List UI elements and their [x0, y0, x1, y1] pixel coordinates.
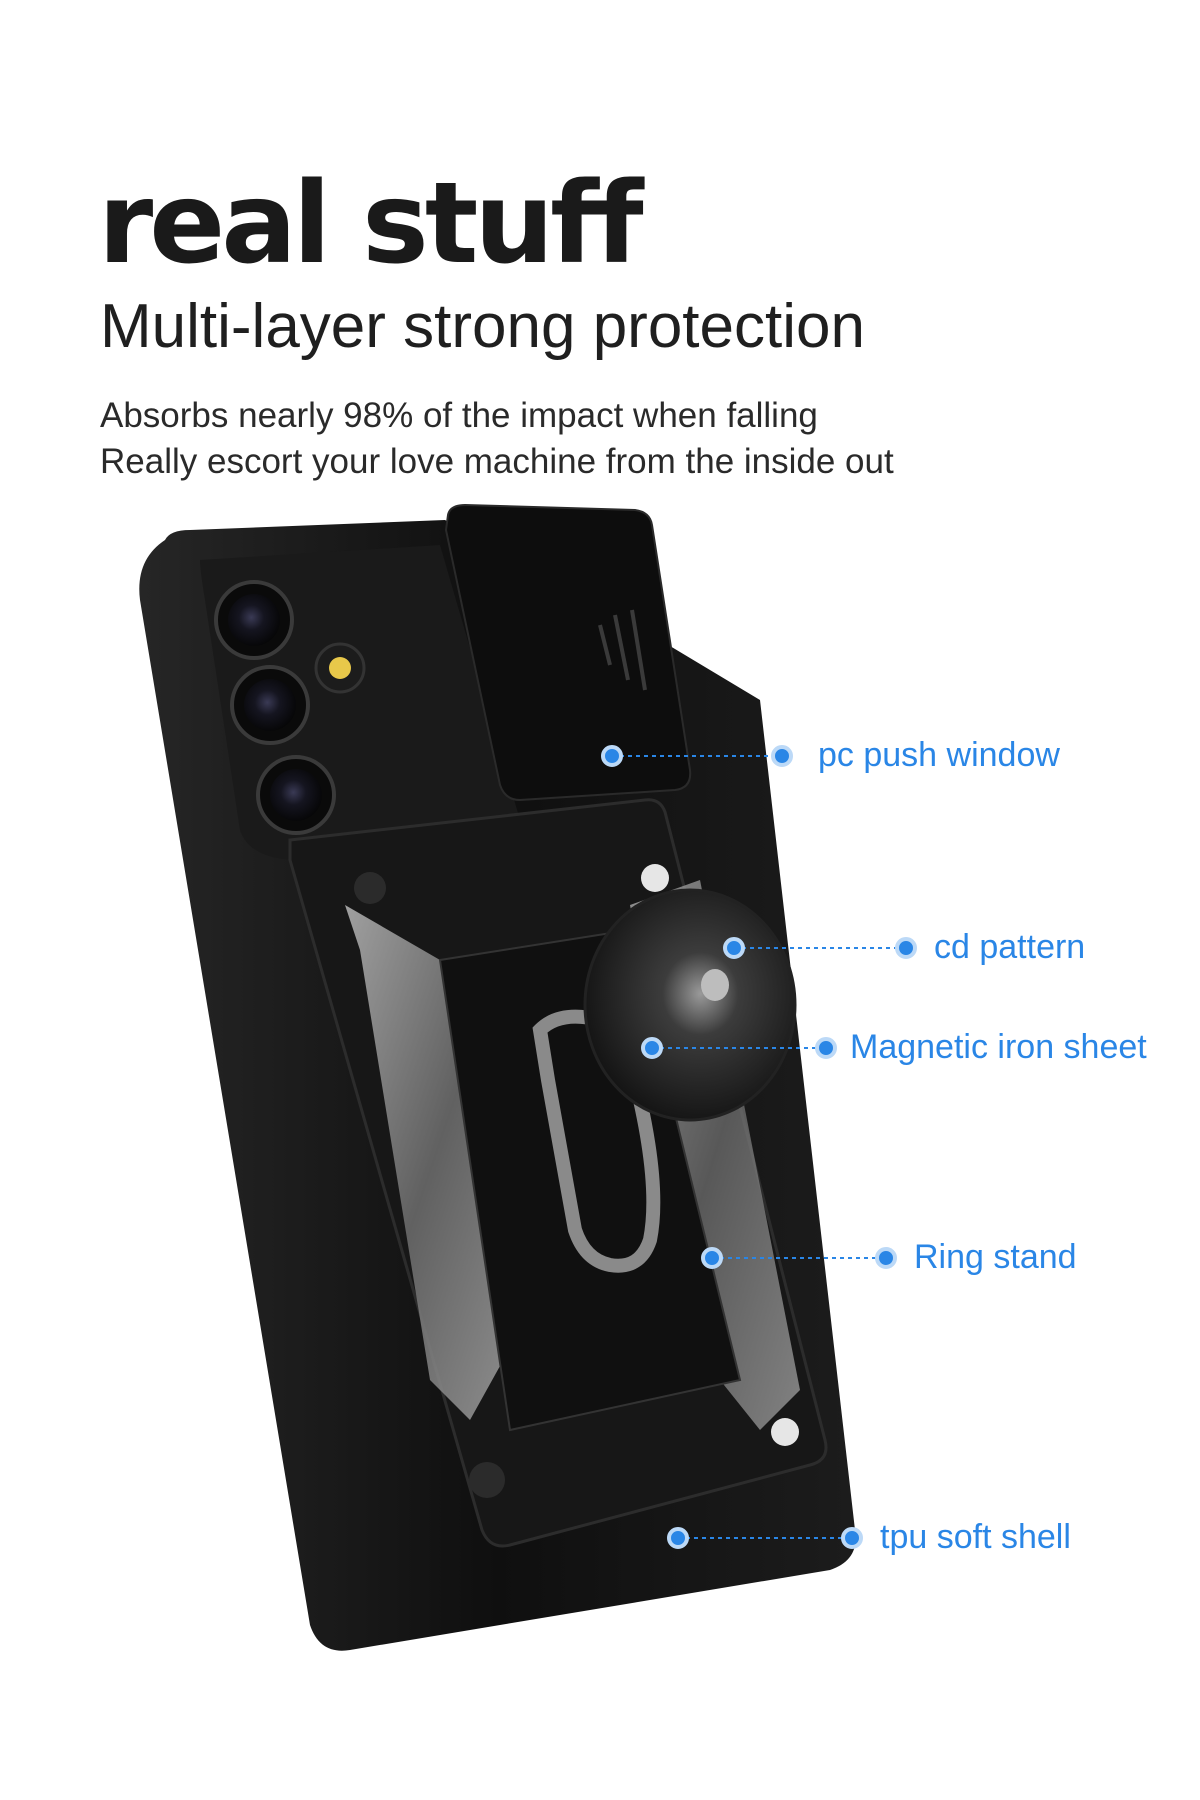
- subheadline: Multi-layer strong protection: [100, 292, 865, 361]
- armor-inner: [438, 928, 742, 1432]
- headline: real stuff: [98, 159, 644, 289]
- push-window: [444, 503, 692, 802]
- frame-hole: [771, 1418, 799, 1446]
- callout-label-magnetic-iron-sheet: Magnetic iron sheet: [850, 1028, 1147, 1066]
- dot-icon: [815, 1037, 837, 1059]
- frame-hole: [354, 872, 386, 904]
- grip-line: [613, 614, 630, 681]
- cd-disc: [583, 888, 797, 1122]
- dot-icon: [841, 1527, 863, 1549]
- grip-line: [598, 624, 612, 666]
- armor-metal-left: [345, 905, 520, 1420]
- dot-icon: [895, 937, 917, 959]
- grip-line: [630, 609, 647, 691]
- dot-icon: [601, 745, 623, 767]
- lens-icon: [244, 679, 296, 731]
- callout-label-tpu-soft-shell: tpu soft shell: [880, 1518, 1071, 1556]
- dot-icon: [875, 1247, 897, 1269]
- description-line-1: Absorbs nearly 98% of the impact when fa…: [100, 396, 818, 435]
- frame-hole: [469, 1462, 505, 1498]
- dot-icon: [771, 745, 793, 767]
- callout-label-ring-stand: Ring stand: [914, 1238, 1077, 1276]
- dot-icon: [667, 1527, 689, 1549]
- callout-label-pc-push-window: pc push window: [818, 736, 1060, 774]
- callout-label-cd-pattern: cd pattern: [934, 928, 1086, 966]
- description-line-2: Really escort your love machine from the…: [100, 442, 894, 481]
- frame-hole: [641, 864, 669, 892]
- dot-icon: [701, 1247, 723, 1269]
- cd-disc-center: [701, 969, 729, 1001]
- ring-stand: [532, 1009, 661, 1273]
- lens-icon: [270, 769, 322, 821]
- dot-icon: [723, 937, 745, 959]
- dot-icon: [641, 1037, 663, 1059]
- flash-icon: [329, 657, 351, 679]
- lens-icon: [228, 594, 280, 646]
